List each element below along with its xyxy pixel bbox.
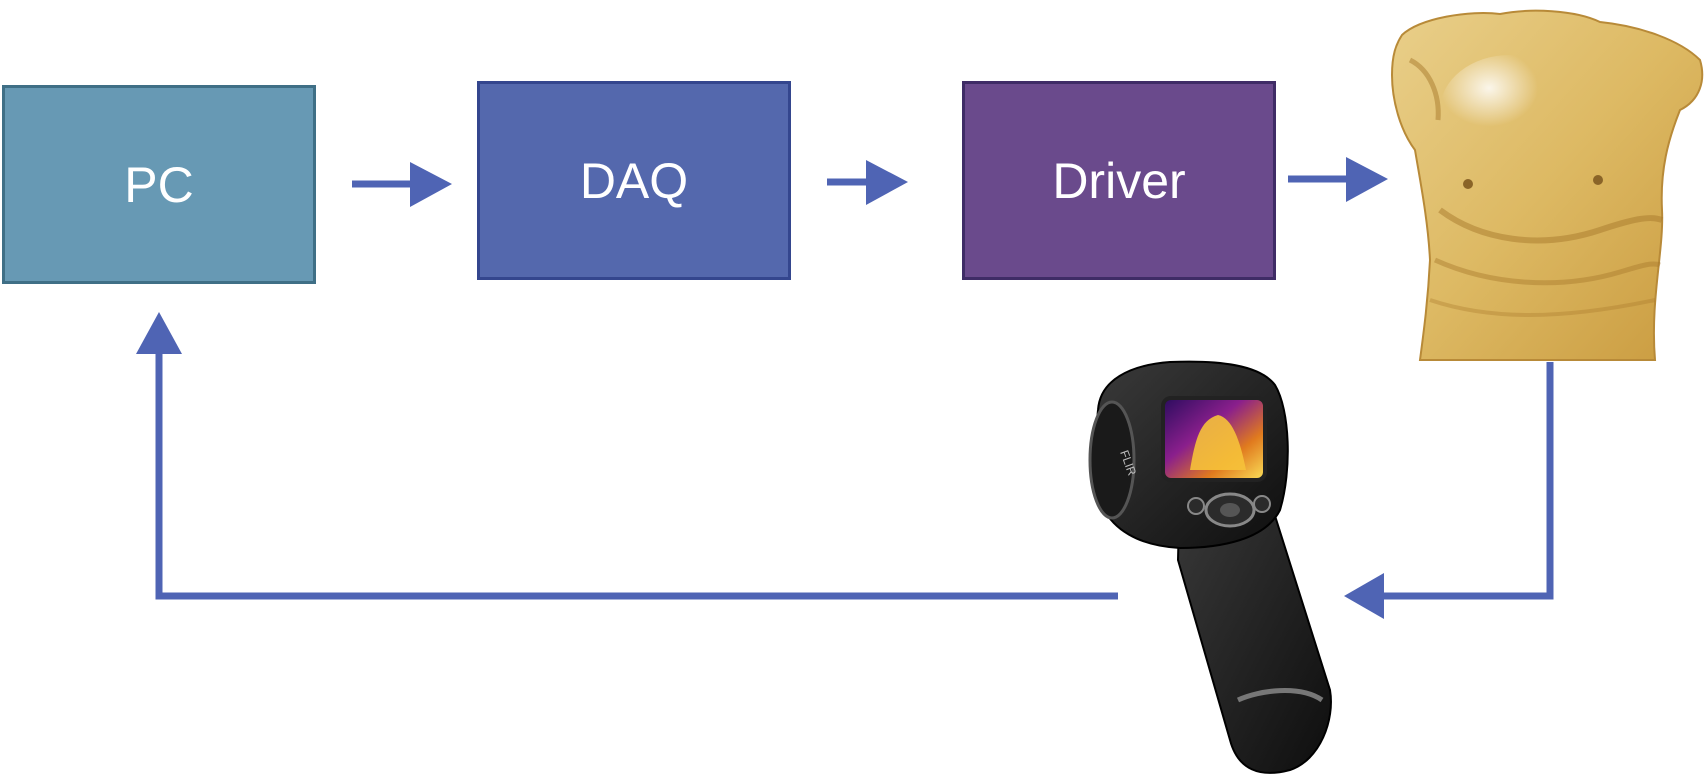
pc-label: PC: [124, 156, 194, 213]
arrow-daq-to-driver: [827, 160, 908, 205]
pc-block: PC: [2, 85, 316, 284]
daq-block: DAQ: [477, 81, 791, 280]
driver-label: Driver: [1052, 152, 1186, 209]
arrow-phantom-to-camera: [1344, 362, 1554, 619]
arrow-camera-to-pc: [136, 312, 1118, 600]
arrow-driver-to-phantom: [1288, 157, 1388, 202]
arrow-pc-to-daq: [352, 162, 452, 207]
driver-block: Driver: [962, 81, 1276, 280]
daq-label: DAQ: [579, 152, 689, 209]
